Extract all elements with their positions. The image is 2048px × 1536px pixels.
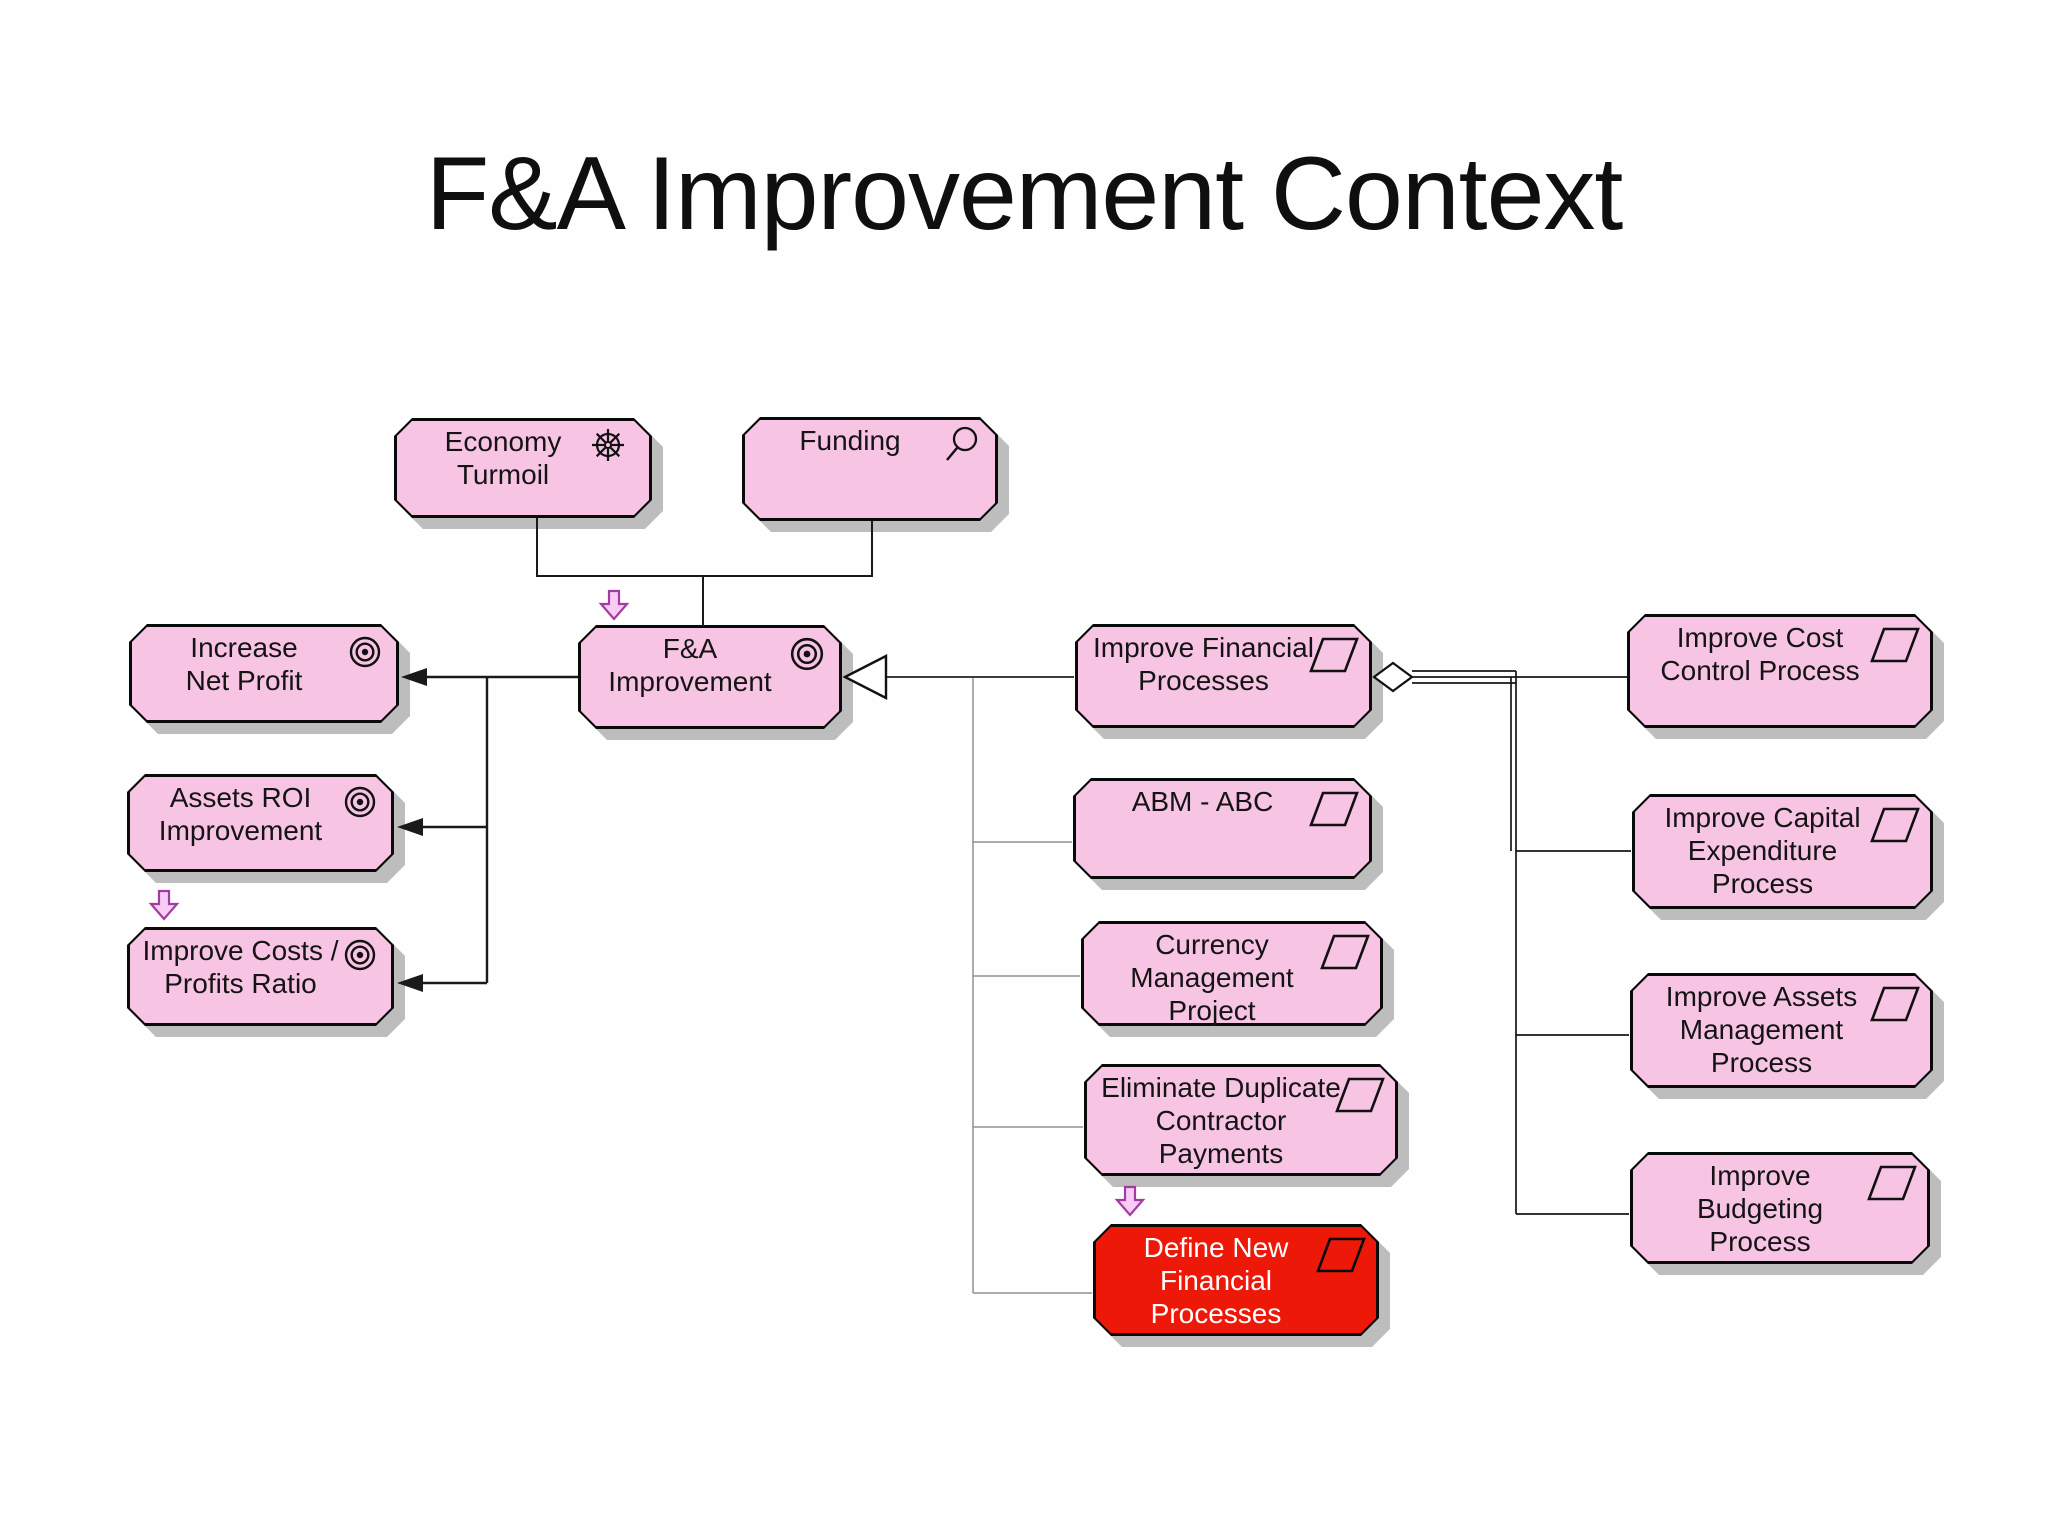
goal-icon	[344, 786, 376, 818]
node-improve-capital-expenditure: Improve Capital Expenditure Process	[1632, 794, 1933, 909]
work-package-icon	[1309, 791, 1359, 827]
node-increase-net-profit: Increase Net Profit	[129, 624, 399, 723]
driver-connectors	[536, 518, 873, 626]
node-improve-financial-processes: Improve Financial Processes	[1075, 624, 1372, 728]
node-label: Funding	[799, 425, 901, 456]
node-fill	[130, 777, 391, 869]
goal-connectors	[410, 675, 578, 985]
node-assets-roi-improvement: Assets ROI Improvement	[127, 774, 394, 872]
node-improve-budgeting: Improve Budgeting Process	[1630, 1152, 1930, 1264]
project-trunk-connectors	[972, 678, 1092, 1294]
page-title: F&A Improvement Context	[425, 136, 1624, 252]
node-label: Improve Capital Expenditure Process	[1664, 802, 1861, 899]
work-package-icon	[1870, 986, 1920, 1022]
node-label: Improve Budgeting Process	[1696, 1160, 1824, 1257]
node-label: Improve Cost Control Process	[1660, 622, 1860, 686]
node-fill	[1084, 924, 1380, 1023]
influence-arrow-icon	[148, 889, 180, 921]
node-label: Assets ROI Improvement	[158, 782, 323, 846]
node-fill	[130, 930, 391, 1023]
node-improve-cost-control: Improve Cost Control Process	[1627, 614, 1933, 728]
node-eliminate-duplicate-payments: Eliminate Duplicate Contractor Payments	[1084, 1064, 1398, 1176]
node-label: Economy Turmoil	[444, 426, 562, 490]
node-improve-costs-profits-ratio: Improve Costs / Profits Ratio	[127, 927, 394, 1026]
node-fa-improvement: F&A Improvement	[578, 625, 842, 729]
node-fill	[132, 627, 396, 720]
node-fill	[1076, 781, 1369, 876]
influence-arrow-icon	[598, 589, 630, 621]
goal-icon	[344, 939, 376, 971]
node-define-new-financial-processes: Define New Financial Processes	[1093, 1224, 1379, 1336]
node-currency-management-project: Currency Management Project	[1081, 921, 1383, 1026]
work-package-icon	[1870, 807, 1920, 843]
node-improve-assets-management: Improve Assets Management Process	[1630, 973, 1933, 1088]
node-label: ABM - ABC	[1131, 786, 1274, 817]
node-economy-turmoil: Economy Turmoil	[394, 418, 652, 518]
work-package-icon	[1867, 1165, 1917, 1201]
node-label: F&A Improvement	[608, 633, 772, 697]
node-fill	[1096, 1227, 1376, 1333]
node-label: Currency Management Project	[1130, 929, 1294, 1026]
node-label: Improve Assets Management Process	[1665, 981, 1858, 1078]
goal-icon	[349, 636, 381, 668]
node-label: Increase Net Profit	[185, 632, 303, 696]
driver-icon	[592, 429, 624, 461]
node-fill	[1630, 617, 1930, 725]
node-label: Improve Costs / Profits Ratio	[142, 935, 339, 999]
work-package-icon	[1316, 1237, 1366, 1273]
goal-icon	[790, 637, 824, 671]
assessment-icon	[946, 426, 978, 461]
node-label: Define New Financial Processes	[1143, 1232, 1289, 1329]
aggregation-connectors	[1412, 670, 1631, 1215]
node-funding: Funding	[742, 417, 998, 521]
node-label: Improve Financial Processes	[1093, 632, 1314, 696]
work-package-icon	[1335, 1077, 1385, 1113]
node-fill	[1087, 1067, 1395, 1173]
work-package-icon	[1309, 637, 1359, 673]
influence-arrow-icon	[1114, 1185, 1146, 1217]
work-package-icon	[1870, 627, 1920, 663]
node-abm-abc: ABM - ABC	[1073, 778, 1372, 879]
work-package-icon	[1320, 934, 1370, 970]
node-label: Eliminate Duplicate Contractor Payments	[1101, 1072, 1341, 1169]
